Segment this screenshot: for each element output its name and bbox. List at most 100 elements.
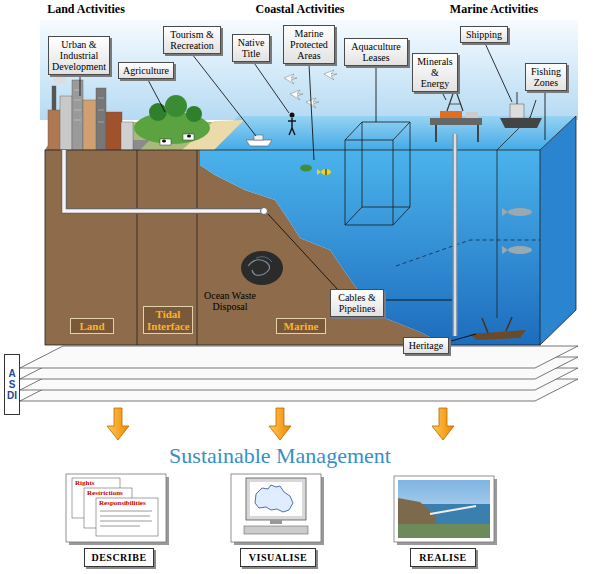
city-buildings (53, 76, 67, 84)
oil-rig (477, 124, 479, 142)
activity-callout: Cables & Pipelines (330, 289, 384, 317)
pipeline (261, 208, 268, 215)
node-text: Land (74, 320, 110, 332)
city-buildings (72, 80, 83, 150)
city-buildings (98, 98, 104, 99)
farmland (186, 106, 202, 122)
farmland (160, 139, 171, 145)
activity-callout: Agriculture (118, 62, 174, 79)
aquaculture-cage (345, 122, 410, 225)
farmland (134, 95, 210, 145)
pipeline (64, 150, 268, 215)
waste-deposit (256, 257, 272, 262)
flow-arrows (107, 408, 129, 440)
pipeline (64, 150, 262, 211)
oil-rig (466, 112, 478, 118)
block-outline (45, 116, 576, 345)
node-text: Heritage (407, 340, 445, 351)
leader-lines (545, 90, 546, 140)
waste-deposit (248, 260, 270, 276)
zone-label: Land (70, 318, 114, 334)
node-text: Minerals & Energy (416, 56, 454, 89)
activity-callout: Aquaculture Leases (344, 38, 408, 66)
node-text: Native Title (236, 37, 266, 59)
column-heading: Land Activities (47, 3, 125, 16)
oil-rig (435, 124, 437, 142)
outcome-tag: VISUALISE (240, 548, 316, 567)
block-outline (45, 150, 540, 345)
node-text: DESCRIBE (89, 552, 149, 563)
activity-callout: Marine Protected Areas (283, 25, 335, 64)
aircraft (306, 98, 319, 108)
cargo-ship (517, 92, 518, 104)
leader-lines (484, 41, 512, 102)
marine-life (300, 165, 532, 255)
farmland (165, 95, 187, 117)
farmland (149, 103, 167, 121)
farmland (183, 134, 194, 140)
leader-lines (80, 76, 81, 96)
node-text: VISUALISE (245, 552, 311, 563)
city-buildings (121, 122, 133, 150)
shipwreck (470, 317, 526, 340)
aquaculture-cage (345, 207, 410, 225)
city-buildings (98, 122, 104, 123)
oil-rig (449, 104, 461, 105)
node-text: Urban & Industrial Development (52, 39, 106, 72)
outcome-tag: REALISE (410, 548, 476, 567)
leader-lines (376, 64, 377, 122)
node-text: Tidal Interface (147, 308, 189, 332)
flow-arrows (432, 408, 454, 440)
describe-frame (66, 474, 166, 542)
leader-lines (146, 76, 165, 112)
sea-side-face (540, 116, 576, 345)
farmland (187, 135, 191, 138)
diagram-title: Sustainable Management (169, 444, 391, 468)
leader-lines (252, 60, 289, 113)
realise-frame (430, 506, 476, 514)
visualise-frame (270, 520, 282, 524)
document-heading: Restrictions (87, 490, 123, 497)
node-text: REALISE (415, 552, 471, 563)
person-figure (288, 113, 296, 136)
activity-callout: Shipping (460, 26, 508, 43)
city-buildings (60, 96, 72, 150)
sea-cross-section (200, 150, 540, 345)
marine-life (300, 165, 312, 172)
block-outline (497, 150, 498, 318)
pipeline (64, 150, 262, 211)
aquaculture-cage (345, 140, 346, 225)
flow-arrows (107, 408, 454, 440)
cargo-ship (500, 118, 542, 128)
node-text: ASDI (7, 368, 17, 401)
realise-frame (398, 524, 490, 538)
node-text: Agriculture (122, 65, 170, 76)
visualise-frame (255, 485, 293, 512)
city-buildings (96, 88, 106, 150)
aircraft (324, 70, 337, 80)
marine-life (508, 208, 532, 216)
aquaculture-cage (393, 140, 394, 225)
oil-rig (430, 118, 482, 125)
leader-lines (380, 300, 452, 301)
person-figure (288, 120, 296, 121)
cargo-ship (510, 104, 524, 118)
activity-callout: Tourism & Recreation (163, 26, 221, 54)
document-heading: Rights (75, 480, 94, 487)
farmland (162, 140, 166, 143)
visualise-frame (231, 474, 321, 542)
realise-frame (398, 480, 490, 538)
zone-label: Marine (276, 318, 326, 334)
person-figure (291, 118, 292, 128)
data-layer-plates (20, 346, 578, 401)
node-text: Marine Protected Areas (287, 28, 331, 61)
aquaculture-cage (345, 122, 410, 140)
node-text: Tourism & Recreation (167, 29, 217, 51)
cargo-ship (530, 100, 536, 118)
city-buildings (52, 86, 56, 112)
city-buildings (74, 100, 81, 101)
sea-surface (205, 116, 576, 150)
node-text: Fishing Zones (529, 66, 563, 88)
